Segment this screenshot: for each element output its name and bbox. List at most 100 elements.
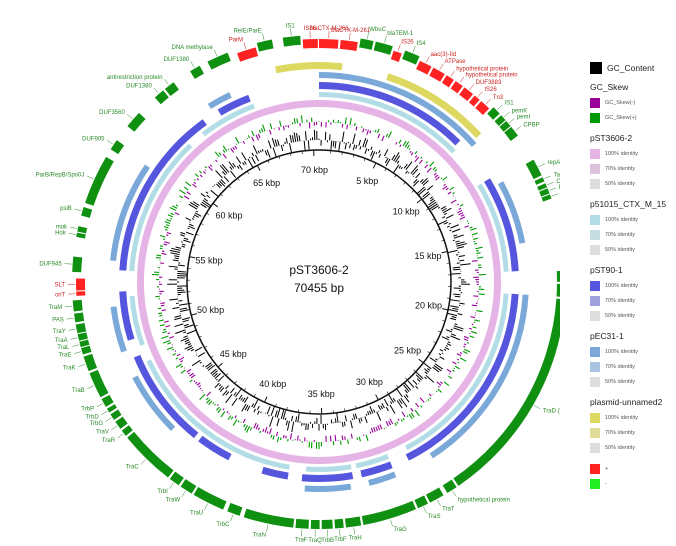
gc-content-bar: [179, 307, 188, 310]
gc-skew-bar: [160, 302, 166, 305]
gc-content-bar: [454, 323, 458, 326]
gc-content-bar: [251, 156, 256, 164]
gc-content-bar: [238, 164, 243, 170]
gc-content-bar: [253, 408, 256, 413]
legend-swatch: [590, 280, 600, 291]
gc-content-bar: [383, 149, 389, 157]
feature-label: TraK: [63, 366, 76, 372]
kbp-tick: [264, 396, 268, 403]
gc-skew-bar: [174, 350, 177, 352]
gc-skew-bar: [255, 424, 259, 430]
gc-content-bar: [174, 315, 182, 318]
gc-skew-bar: [365, 434, 369, 441]
feature-leader: [105, 417, 112, 422]
feature-arc: [525, 159, 542, 180]
feature-arc: [416, 60, 432, 75]
gc-content-bar: [268, 414, 270, 417]
gc-skew-bar: [458, 212, 464, 216]
gc-skew-bar: [471, 232, 478, 236]
gc-content-bar: [441, 352, 444, 355]
gc-content-bar: [330, 140, 333, 150]
gc-content-bar: [369, 405, 374, 414]
feature-arc: [499, 120, 511, 132]
ring-segment-pST90: [484, 178, 519, 272]
gc-skew-bar: [161, 252, 167, 255]
gc-skew-bar: [443, 381, 450, 387]
gc-skew-bar: [437, 388, 443, 393]
gc-content-bar: [444, 346, 450, 350]
feature-arc: [359, 38, 374, 50]
kbp-label: 70 kbp: [301, 165, 328, 175]
feature-leader: [213, 49, 218, 57]
feature-leader: [117, 433, 124, 439]
feature-arc: [79, 339, 90, 348]
gc-skew-bar: [189, 379, 193, 383]
gc-skew-bar: [162, 339, 171, 344]
kbp-label: 30 kbp: [356, 377, 383, 387]
feature-arc: [164, 82, 179, 97]
feature-arc: [539, 188, 550, 197]
feature-arc: [243, 508, 295, 528]
feature-label: TrbF: [334, 537, 347, 543]
gc-content-bar: [334, 418, 337, 424]
feature-leader: [230, 514, 234, 522]
gc-skew-bar: [175, 363, 182, 368]
feature-leader: [412, 45, 416, 53]
ring-segment-unnamed2: [319, 62, 343, 71]
gc-content-bar: [450, 224, 459, 229]
gc-content-bar: [392, 164, 400, 174]
gc-skew-bar: [466, 342, 470, 344]
feature-label: DUF3883: [476, 80, 502, 86]
ring-segment-pST90: [217, 94, 251, 116]
feature-label: SLT: [54, 283, 65, 289]
gc-skew-bar: [334, 434, 337, 442]
gc-content-bar: [426, 185, 434, 191]
feature-label: IS26: [304, 26, 317, 32]
gc-skew-bar: [442, 176, 448, 181]
gc-content-bar: [403, 381, 412, 391]
gc-skew-bar: [206, 398, 211, 404]
gc-content-bar: [177, 273, 187, 275]
gc-skew-bar: [358, 436, 361, 442]
gc-content-bar: [260, 411, 262, 414]
gc-content-bar: [381, 402, 385, 409]
gc-content-bar: [439, 348, 444, 352]
gc-skew-bar: [344, 436, 346, 440]
gc-content-bar: [453, 325, 464, 330]
gc-content-bar: [445, 214, 454, 219]
gc-skew-bar: [220, 411, 226, 418]
gc-content-bar: [185, 231, 194, 236]
legend: GC_Content GC_Skew GC_Skew(-) GC_Skew(+)…: [590, 62, 676, 493]
gc-tracks: [151, 115, 486, 450]
feature-arc: [453, 298, 560, 486]
feature-leader: [534, 405, 541, 410]
gc-skew-bar: [227, 415, 232, 420]
feature-leader: [515, 126, 522, 131]
gc-skew-bar: [347, 439, 349, 445]
gc-skew-bar: [208, 165, 213, 172]
gc-skew-bar: [447, 191, 452, 195]
gc-skew-bar: [459, 216, 466, 220]
gc-skew-bar: [179, 195, 184, 199]
gc-skew-bar: [349, 117, 352, 126]
gc-content-bar: [413, 179, 418, 184]
gc-skew-bar: [354, 122, 356, 127]
gc-skew-bar: [270, 434, 273, 438]
feature-label: TraL: [57, 345, 70, 351]
feature-leader: [164, 79, 169, 85]
gc-content-bar: [240, 397, 244, 401]
feature-arc: [345, 516, 362, 528]
gc-skew-bar: [389, 418, 394, 425]
feature-arc: [89, 369, 109, 398]
feature-arc: [207, 52, 231, 70]
gc-skew-bar: [369, 431, 372, 434]
minor-tick: [394, 174, 397, 178]
gc-skew-bar: [300, 115, 303, 123]
minor-tick: [286, 407, 288, 411]
ring-segment-unnamed2: [275, 62, 319, 74]
gc-content-bar: [415, 172, 421, 179]
gc-content-bar: [297, 413, 300, 423]
gc-content-swatch: [590, 62, 602, 74]
gc-content-bar: [433, 365, 442, 372]
